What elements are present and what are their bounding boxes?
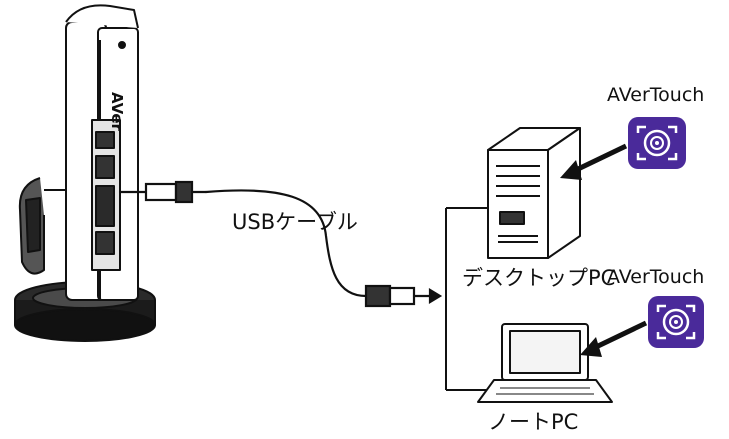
avertouch-label-desktop: AVerTouch (607, 84, 705, 106)
avertouch-app-icon (648, 296, 704, 348)
document-camera (14, 4, 156, 342)
usb-plug-pc (364, 284, 392, 308)
avertouch-label-laptop: AVerTouch (607, 266, 705, 288)
arrow-to-laptop (580, 320, 648, 357)
camera-strap (18, 177, 66, 275)
usb-plug-camera (144, 182, 178, 202)
usb-cable-label: USBケーブル (232, 210, 358, 234)
avertouch-app-icon (628, 117, 686, 169)
notebook-pc-label: ノートPC (488, 410, 579, 434)
desktop-pc-label: デスクトップPC (462, 266, 616, 290)
camera-logo: AVer (108, 92, 126, 132)
desktop-pc (487, 127, 581, 259)
laptop-pc (477, 323, 613, 403)
arrow-to-desktop (560, 143, 628, 180)
camera-arm (65, 4, 139, 301)
usb-cable (118, 180, 443, 308)
